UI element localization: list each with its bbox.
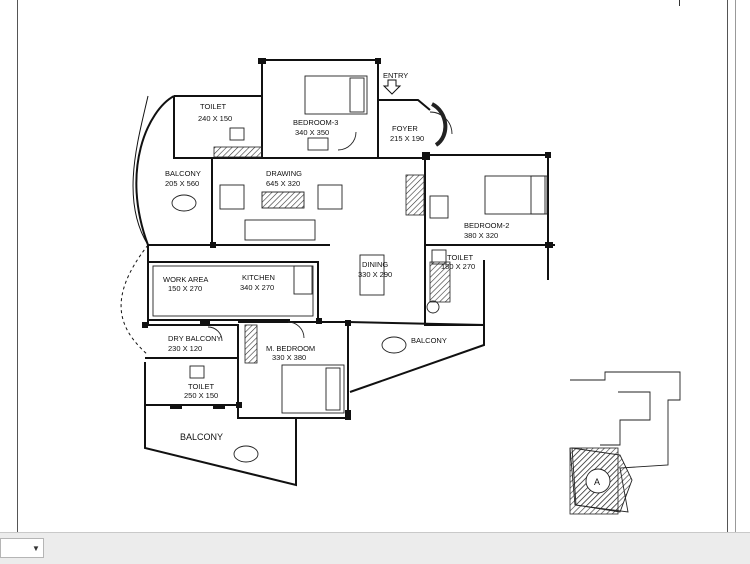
room-dining-size: 330 X 290 [358, 270, 392, 279]
floor-plan-drawing: ENTRY TOILET 240 X 150 BEDROOM-3 340 X 3… [120, 58, 681, 515]
room-toilet-right-name: TOILET [447, 253, 474, 262]
room-kitchen-name: KITCHEN [242, 273, 275, 282]
room-foyer-name: FOYER [392, 124, 418, 133]
room-balcony-left-size: 205 X 560 [165, 179, 199, 188]
room-toilet-bottom-name: TOILET [188, 382, 215, 391]
room-drawing-name: DRAWING [266, 169, 302, 178]
room-toilet-top-size: 240 X 150 [198, 114, 232, 123]
room-work-area-size: 150 X 270 [168, 284, 202, 293]
room-m-bedroom-size: 330 X 380 [272, 353, 306, 362]
chevron-down-icon[interactable]: ▼ [32, 543, 40, 553]
room-drawing-size: 645 X 320 [266, 179, 300, 188]
room-kitchen-size: 340 X 270 [240, 283, 274, 292]
room-work-area-name: WORK AREA [163, 275, 208, 284]
top-tick-mark [679, 0, 680, 6]
room-dining-name: DINING [362, 260, 388, 269]
room-balcony-right-name: BALCONY [411, 336, 447, 345]
room-dry-balcony-size: 230 X 120 [168, 344, 202, 353]
room-balcony-bottom-name: BALCONY [180, 432, 223, 442]
wall-columns [142, 58, 553, 420]
room-m-bedroom-name: M. BEDROOM [266, 344, 315, 353]
room-toilet-top-name: TOILET [200, 102, 227, 111]
key-plan-label: A [594, 477, 600, 487]
room-bedroom-3-name: BEDROOM-3 [293, 118, 338, 127]
walls [120, 59, 555, 487]
furniture [152, 75, 681, 513]
room-balcony-left-name: BALCONY [165, 169, 201, 178]
page-select-dropdown[interactable]: ▼ [0, 538, 44, 558]
page-border-left [17, 0, 18, 532]
entry-label: ENTRY [383, 71, 408, 80]
room-foyer-size: 215 X 190 [390, 134, 424, 143]
room-toilet-bottom-size: 250 X 150 [184, 391, 218, 400]
room-dry-balcony-name: DRY BALCONY [168, 334, 222, 343]
room-bedroom-3-size: 340 X 350 [295, 128, 329, 137]
room-toilet-right-size: 180 X 270 [441, 262, 475, 271]
floor-plan-page: ENTRY TOILET 240 X 150 BEDROOM-3 340 X 3… [17, 0, 736, 532]
room-bedroom-2-size: 380 X 320 [464, 231, 498, 240]
entry-arrow-icon [382, 79, 402, 95]
bottom-toolbar [0, 532, 750, 564]
room-bedroom-2-name: BEDROOM-2 [464, 221, 509, 230]
page-border-right-outer [735, 0, 736, 532]
page-border-right [727, 0, 728, 532]
